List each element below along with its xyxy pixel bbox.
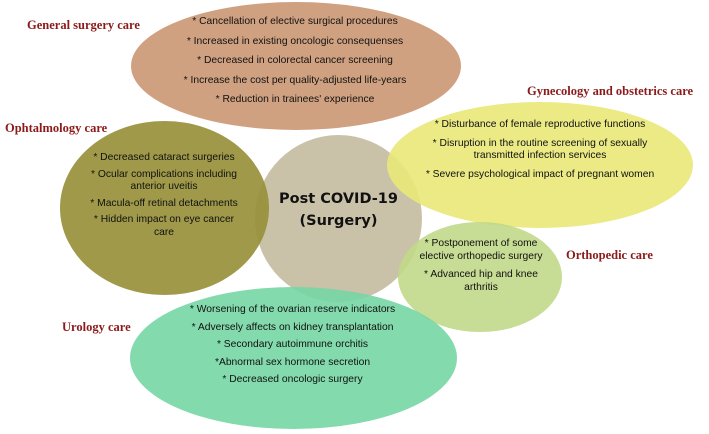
gynecology-ellipse [387,102,693,228]
general-surgery-list: * Cancellation of elective surgical proc… [160,16,430,114]
list-item: * Increase the cost per quality-adjusted… [183,74,407,86]
general-surgery-title: General surgery care [27,18,140,32]
list-item: * Worsening of the ovarian reserve indic… [189,304,396,315]
list-item: * Disturbance of female reproductive fun… [434,119,646,130]
center-label: Post COVID-19 (Surgery) [255,188,422,232]
gynecology-title: Gynecology and obstetrics care [527,84,694,98]
list-item: * Decreased cataract surgeries [93,152,235,163]
list-item: * Reduction in trainees' experience [215,94,375,105]
orthopedic-list: * Postponement of some elective orthoped… [417,238,545,300]
list-item: * Adversely affects on kidney transplant… [191,321,394,333]
list-item: * Advanced hip and knee arthritis [424,269,538,293]
general-surgery-ellipse [131,2,461,130]
list-item: * Secondary autoimmune orchitis [216,339,369,350]
list-item: * Postponement of some elective orthoped… [419,238,543,262]
list-item: * Ocular complications including anterio… [91,168,237,193]
list-item: * Hidden impact on eye cancer care [93,214,235,238]
list-item: *Abnormal sex hormone secretion [214,356,371,368]
list-item: * Macula-off retinal detachments [90,197,238,209]
list-item: * Decreased oncologic surgery [222,374,363,385]
list-item: * Severe psychological impact of pregnan… [425,168,655,180]
ophthalmology-title: Ophtalmology care [5,121,108,135]
orthopedic-title: Orthopedic care [566,248,653,262]
orthopedic-ellipse [398,222,562,332]
center-title: Post COVID-19 [279,191,398,207]
center-subtitle: (Surgery) [299,213,378,229]
list-item: * Decreased in colorectal cancer screeni… [197,55,393,66]
ophthalmology-ellipse [60,121,269,295]
urology-list: * Worsening of the ovarian reserve indic… [160,304,425,392]
list-item: * Increased in existing oncologic conseq… [186,35,404,47]
gynecology-list: * Disturbance of female reproductive fun… [417,119,663,187]
urology-ellipse [130,287,457,429]
list-item: * Cancellation of elective surgical proc… [192,16,398,27]
list-item: * Disruption in the routine screening of… [432,137,648,162]
ophthalmology-list: * Decreased cataract surgeries * Ocular … [84,152,244,243]
urology-title: Urology care [62,320,131,334]
